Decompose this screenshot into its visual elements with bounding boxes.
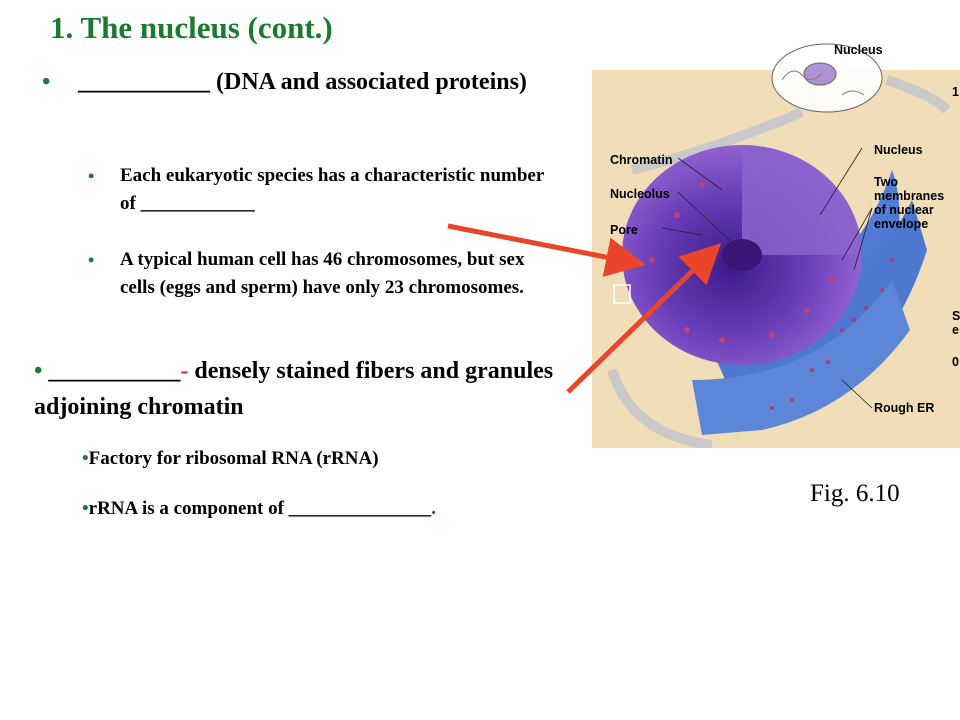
label-nucleus-top: Nucleus <box>834 43 883 57</box>
label-edge-s: S <box>952 309 960 323</box>
label-pore: Pore <box>610 223 638 237</box>
sub-bullet-text: A typical human cell has 46 chromosomes,… <box>120 249 525 298</box>
sub-bullet-text: Factory for ribosomal RNA (rRNA) <box>88 448 379 469</box>
sub-bullet-factory: •Factory for ribosomal RNA (rRNA) <box>82 448 379 470</box>
bullet-chromatin-text: ___________ (DNA and associated proteins… <box>78 66 582 99</box>
label-edge-0: 0 <box>952 355 959 369</box>
bullet-nucleolus-desc: densely stained fibers and granules adjo… <box>34 358 554 420</box>
figure-caption: Fig. 6.10 <box>810 480 900 507</box>
bullet-marker: • <box>42 69 51 95</box>
curve-arrow-left <box>630 107 804 175</box>
curve-arrow-right <box>885 75 951 114</box>
label-nucleolus: Nucleolus <box>610 187 670 201</box>
bullet-chromatin-desc: (DNA and associated proteins) <box>210 69 527 95</box>
sub-bullet-human: • A typical human cell has 46 chromosome… <box>88 246 558 302</box>
sub-bullet-species: • Each eukaryotic species has a characte… <box>88 162 558 218</box>
label-chromatin: Chromatin <box>610 153 673 167</box>
fill-in-blank: ___________ <box>78 69 210 95</box>
bullet-marker: • <box>34 358 43 384</box>
cell-inset <box>771 43 883 113</box>
bullet-nucleolus: • ___________- densely stained fibers an… <box>34 353 614 425</box>
label-membranes-1: Two <box>874 175 898 189</box>
label-membranes-4: envelope <box>874 217 928 231</box>
slide-title: 1. The nucleus (cont.) <box>50 10 333 45</box>
label-membranes-3: of nuclear <box>874 203 934 217</box>
bullet-marker: • <box>82 498 89 519</box>
period: . <box>431 498 436 519</box>
nucleus-figure: Nucleus Chromatin Nucleolus Pore Nucleus… <box>592 43 960 448</box>
fill-in-blank: ___________ <box>48 358 181 384</box>
label-nucleus: Nucleus <box>874 143 923 157</box>
sub-bullet-text: rRNA is a component of _______________ <box>88 498 432 519</box>
dash: - <box>180 358 189 384</box>
label-rough-er: Rough ER <box>874 401 934 415</box>
bullet-marker: • <box>88 166 95 186</box>
sub-bullet-text: Each eukaryotic species has a characteri… <box>120 165 544 214</box>
bullet-marker: • <box>88 250 95 270</box>
bullet-chromatin: • ___________ (DNA and associated protei… <box>42 66 582 99</box>
sub-bullet-rrna: •rRNA is a component of _______________. <box>82 498 436 520</box>
label-edge-e: e <box>952 323 959 337</box>
nucleus-sphere <box>622 145 862 365</box>
label-membranes-2: membranes <box>874 189 944 203</box>
bullet-marker: • <box>82 448 89 469</box>
label-edge-1: 1 <box>952 85 959 99</box>
